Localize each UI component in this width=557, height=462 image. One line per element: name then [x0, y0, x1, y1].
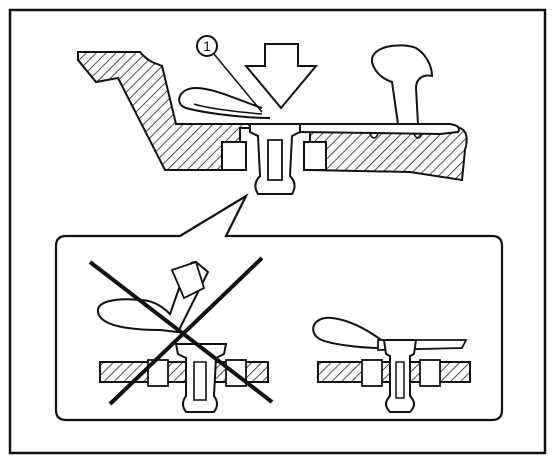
- base-notch-2: [413, 133, 423, 139]
- detail-callout: [54, 193, 504, 422]
- retainer-tab-right: [303, 141, 327, 171]
- fin-tip-wrong: [170, 260, 206, 300]
- tab-correct-right: [419, 359, 441, 387]
- retainer-tab-left: [221, 141, 247, 171]
- clip-slot: [267, 139, 283, 181]
- lip-correct: [312, 316, 385, 349]
- main-cross-section: 1: [77, 35, 468, 195]
- clip-wrong-slot: [193, 361, 207, 401]
- base-notch-1: [369, 133, 379, 139]
- clip-correct-slot: [395, 361, 405, 399]
- circled-number-icon: [196, 35, 218, 57]
- callout-marker: 1: [196, 35, 263, 113]
- tab-correct-left: [361, 359, 383, 387]
- down-arrow-icon: [243, 43, 319, 110]
- incorrect-installation: [88, 256, 274, 413]
- body-panel-section: [77, 51, 256, 171]
- right-panel-section: [309, 127, 468, 182]
- weatherstrip-fin: [371, 44, 434, 125]
- weatherstrip-lip: [178, 86, 271, 119]
- weatherstrip-lip-inner: [193, 103, 263, 115]
- correct-installation: [312, 316, 471, 413]
- callout-leader: [213, 53, 263, 113]
- callout-number: 1: [203, 38, 211, 54]
- x-mark-icon: [88, 256, 274, 406]
